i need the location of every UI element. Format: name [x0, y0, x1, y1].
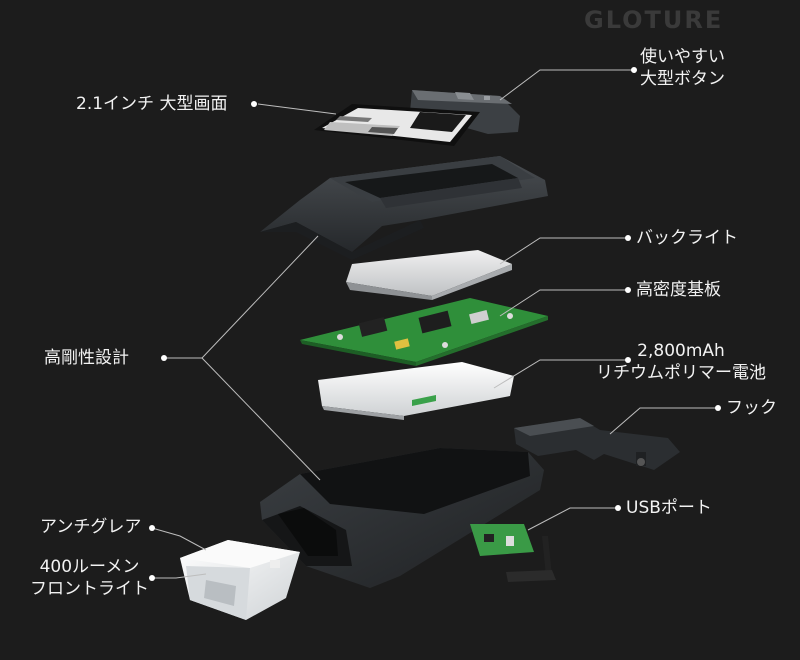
- callout-rigid: 高剛性設計: [44, 348, 129, 368]
- lcd-screen-part: [314, 104, 480, 146]
- leader-backlight: [499, 237, 628, 265]
- callout-backlight: バックライト: [636, 228, 738, 248]
- brand-watermark: GLOTURE: [584, 6, 724, 34]
- callout-frontlight-line1: 400ルーメン: [39, 557, 140, 577]
- housing-part: [260, 448, 544, 588]
- leader-hook: [609, 407, 718, 435]
- leader-lines: [151, 69, 718, 579]
- callout-frontlight: 400ルーメン フロントライト: [30, 556, 149, 600]
- callout-display: 2.1インチ 大型画面: [76, 94, 228, 114]
- leader-pcb: [499, 289, 628, 317]
- callout-pcb: 高密度基板: [636, 280, 721, 300]
- pcb-part: [300, 298, 548, 366]
- hook-part: [514, 418, 680, 470]
- callout-usb: USBポート: [626, 498, 712, 518]
- leader-buttons: [499, 69, 634, 101]
- callout-buttons-line2: 大型ボタン: [640, 69, 725, 89]
- callout-frontlight-line2: フロントライト: [30, 579, 149, 599]
- callout-battery-line2: リチウムポリマー電池: [596, 363, 766, 383]
- leader-frontlight: [152, 573, 207, 579]
- callout-buttons-line1: 使いやすい: [640, 47, 725, 67]
- callout-battery-line1: 2,800mAh: [637, 341, 725, 361]
- leader-dots: [149, 67, 721, 581]
- leader-battery: [493, 359, 628, 389]
- callout-hook: フック: [726, 398, 777, 418]
- leader-antiglare: [151, 527, 207, 551]
- leader-rigid-housing: [201, 357, 321, 481]
- leader-display: [257, 103, 337, 115]
- top-frame-part: [260, 156, 548, 260]
- callout-antiglare: アンチグレア: [40, 517, 142, 537]
- front-light-part: [180, 540, 300, 620]
- usb-board-part: [470, 524, 556, 582]
- leader-usb: [527, 507, 618, 531]
- callout-battery: 2,800mAh リチウムポリマー電池: [596, 340, 766, 384]
- leader-rigid-frame: [164, 235, 319, 359]
- battery-part: [318, 362, 514, 420]
- backlight-part: [346, 250, 512, 300]
- callout-buttons: 使いやすい 大型ボタン: [640, 46, 725, 90]
